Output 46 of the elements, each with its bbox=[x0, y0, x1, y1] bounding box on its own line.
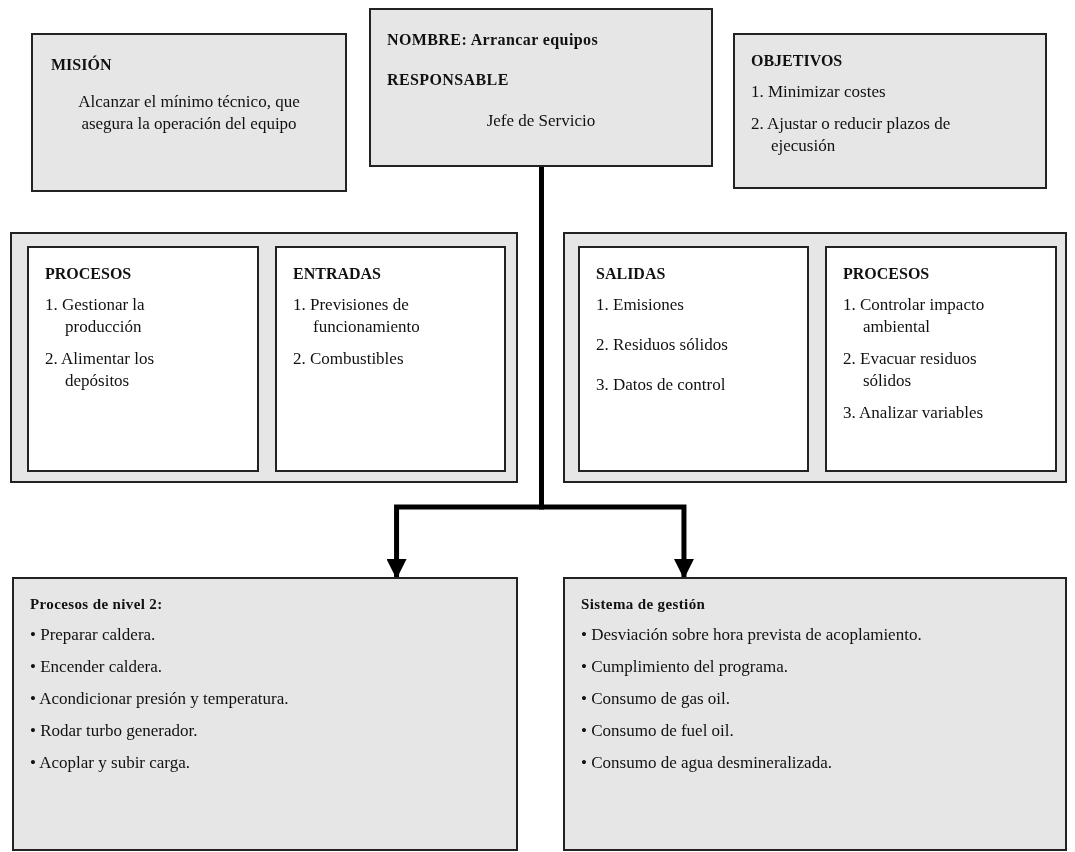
item-text: 3. Datos de control bbox=[596, 374, 727, 396]
list-box bbox=[825, 246, 1057, 472]
item-text: 1. Emisiones bbox=[596, 294, 685, 316]
item-text: 1. Previsiones de funcionamiento bbox=[293, 294, 421, 338]
list-box bbox=[275, 246, 506, 472]
item-text: • Rodar turbo generador. bbox=[30, 719, 199, 742]
item-text: • Consumo de agua desmineralizada. bbox=[581, 751, 833, 774]
item-text: • Consumo de gas oil. bbox=[581, 687, 732, 710]
item-text: 1. Gestionar la producción bbox=[45, 294, 146, 338]
item-text: 2. Residuos sólidos bbox=[596, 334, 729, 356]
arrow bbox=[539, 167, 694, 579]
item-text: • Consumo de fuel oil. bbox=[581, 719, 735, 742]
item-text: 2. Ajustar o reducir plazos de ejecusión bbox=[751, 113, 952, 157]
heading-text: MISIÓN bbox=[51, 55, 113, 75]
heading-text: Procesos de nivel 2: bbox=[30, 595, 164, 614]
process-title-box bbox=[369, 8, 713, 167]
item-text: • Desviación sobre hora prevista de acoplamiento. bbox=[581, 623, 923, 646]
heading-text: Sistema de gestión bbox=[581, 595, 707, 614]
indicator-box bbox=[563, 577, 1067, 851]
heading-text: PROCESOS bbox=[843, 264, 931, 284]
subprocess-box bbox=[12, 577, 518, 851]
item-text: • Encender caldera. bbox=[30, 655, 163, 678]
heading-text: ENTRADAS bbox=[293, 264, 382, 284]
item-text: • Cumplimiento del programa. bbox=[581, 655, 790, 678]
item-text: 1. Minimizar costes bbox=[751, 81, 887, 103]
heading-text: PROCESOS bbox=[45, 264, 133, 284]
item-text: 2. Alimentar los depósitos bbox=[45, 348, 156, 392]
group-panel bbox=[10, 232, 518, 483]
heading-text: OBJETIVOS bbox=[751, 51, 844, 71]
item-text: Alcanzar el mínimo técnico, que asegura la operación del equipo bbox=[77, 91, 301, 135]
item-text: 3. Analizar variables bbox=[843, 402, 985, 424]
item-text: • Preparar caldera. bbox=[30, 623, 157, 646]
responsible-text: Jefe de Servicio bbox=[485, 110, 597, 132]
item-text: • Acoplar y subir carga. bbox=[30, 751, 191, 774]
mission-box bbox=[31, 33, 347, 192]
heading-text: NOMBRE: Arrancar equipos bbox=[387, 30, 600, 50]
item-text: • Acondicionar presión y temperatura. bbox=[30, 687, 290, 710]
list-box bbox=[578, 246, 809, 472]
heading-text: SALIDAS bbox=[596, 264, 667, 284]
item-text: 2. Evacuar residuos sólidos bbox=[843, 348, 978, 392]
list-box bbox=[27, 246, 259, 472]
item-text: 2. Combustibles bbox=[293, 348, 405, 370]
objectives-box bbox=[733, 33, 1047, 189]
item-text: 1. Controlar impacto ambiental bbox=[843, 294, 986, 338]
group-panel bbox=[563, 232, 1067, 483]
heading-text: RESPONSABLE bbox=[387, 70, 510, 90]
